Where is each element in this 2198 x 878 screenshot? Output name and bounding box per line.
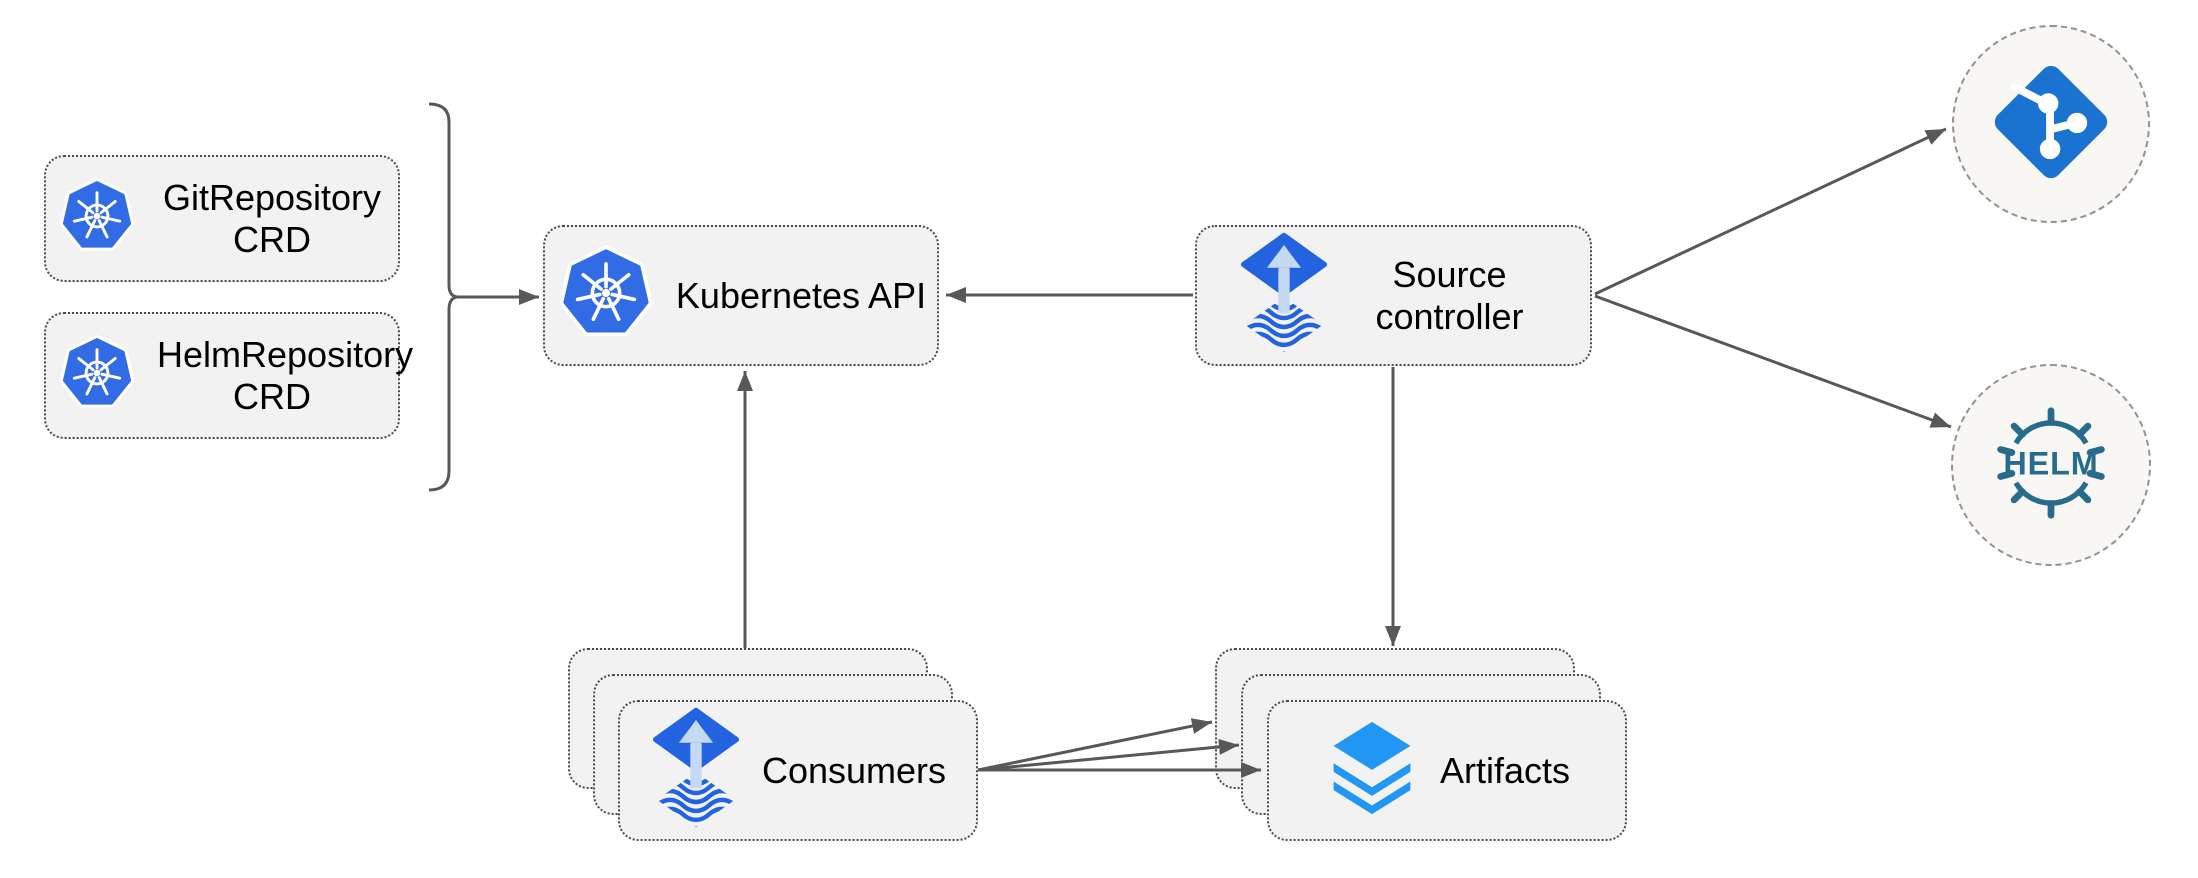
edge-consumers-to-artifacts-2: [977, 738, 1240, 772]
kubernetes-icon: [57, 176, 137, 261]
kubernetes-icon: [57, 333, 137, 418]
layers-icon: [1324, 718, 1420, 823]
node-label: Kubernetes API: [675, 274, 927, 316]
node-label: HelmRepository CRD: [157, 334, 414, 417]
node-source-controller: Source controller: [1195, 225, 1592, 366]
node-git-repository-crd: GitRepository CRD: [44, 155, 400, 282]
node-helm-repository-crd: HelmRepository CRD: [44, 312, 414, 439]
node-label: Artifacts: [1439, 749, 1571, 791]
edge-consumers-to-artifacts-1: [977, 718, 1213, 772]
kubernetes-icon: [556, 243, 656, 348]
helm-logo-text: HELM: [2003, 445, 2098, 481]
flux-icon: [1238, 232, 1330, 359]
node-git-endpoint: [1952, 25, 2150, 223]
node-label: GitRepository CRD: [162, 177, 382, 260]
edge-source-controller-to-git: [1594, 127, 1947, 296]
node-consumers: Consumers: [618, 700, 978, 841]
node-artifacts: Artifacts: [1267, 700, 1627, 841]
node-label: Source controller: [1375, 254, 1524, 337]
node-helm-endpoint: HELM: [1951, 364, 2151, 566]
crd-group-bracket: [428, 102, 458, 492]
flux-icon: [650, 707, 742, 834]
edge-source-controller-to-helm: [1594, 294, 1952, 429]
helm-icon: HELM: [1988, 406, 2114, 524]
git-icon: [1986, 57, 2116, 192]
node-label: Consumers: [761, 749, 947, 791]
node-kubernetes-api: Kubernetes API: [543, 225, 939, 366]
